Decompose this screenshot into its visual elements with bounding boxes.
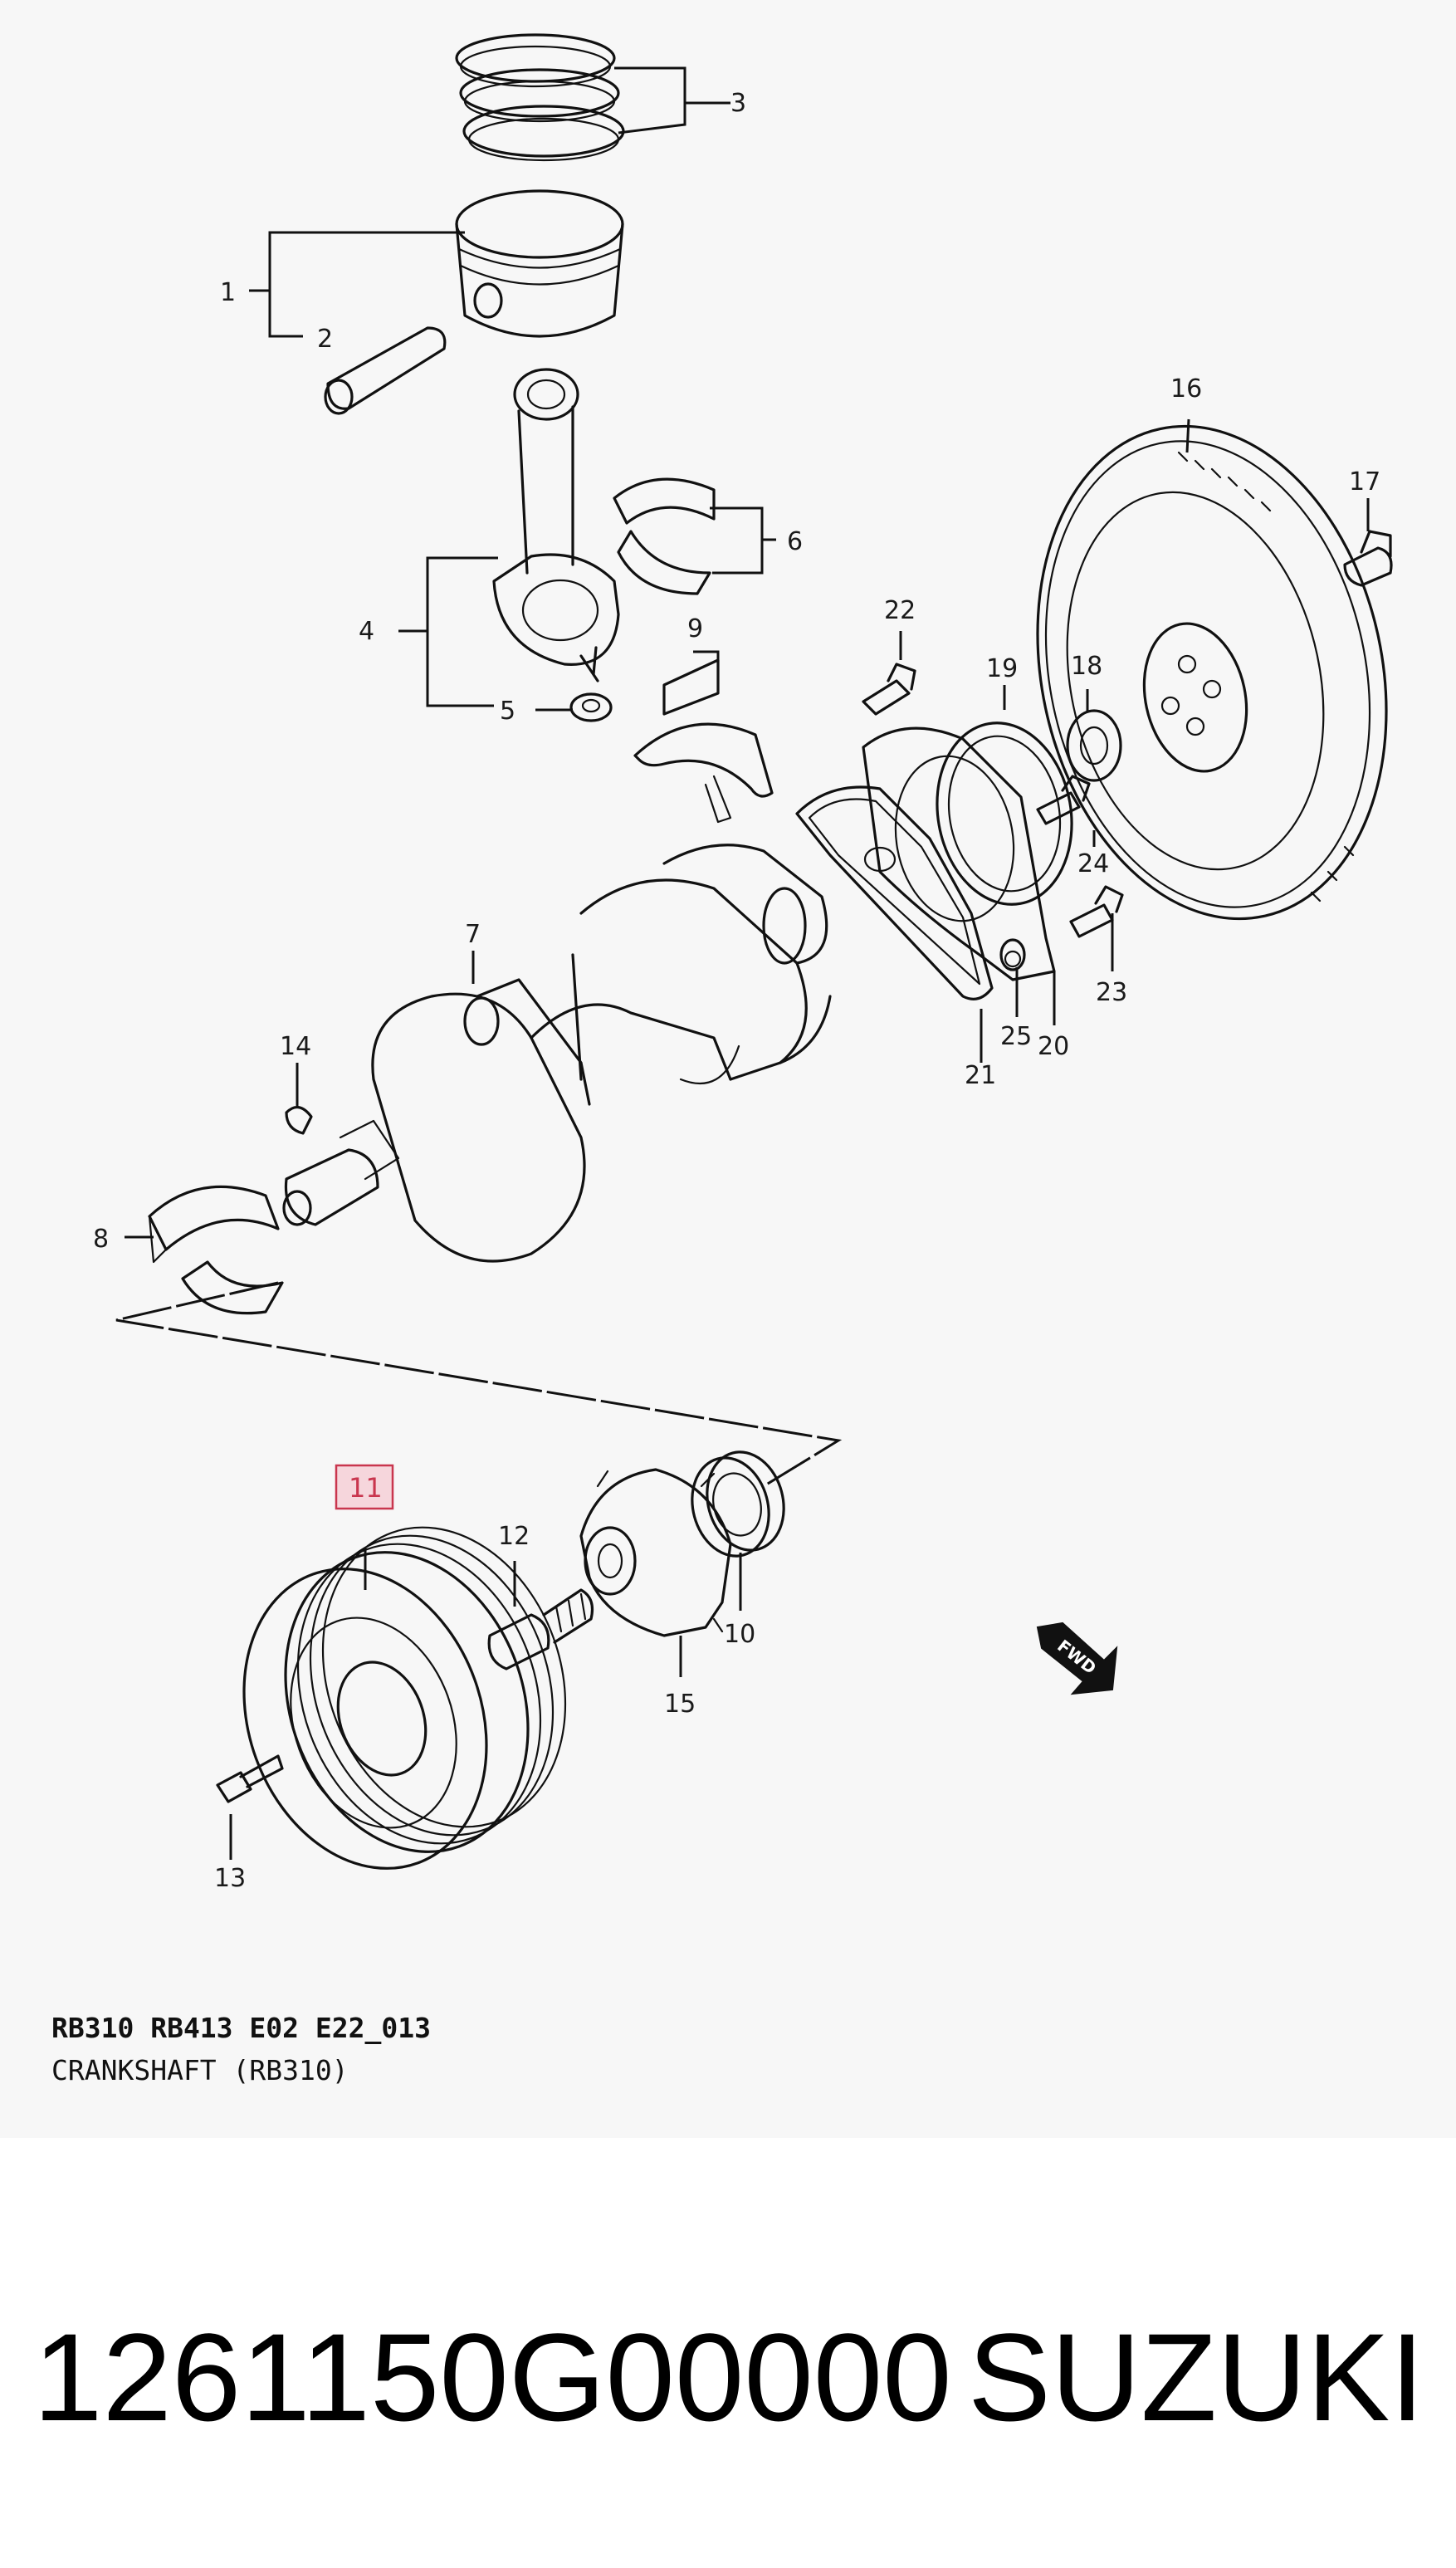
callout-7[interactable]: 7 (465, 920, 481, 949)
assembly-guide-line (115, 1281, 843, 1488)
piston-pin[interactable] (324, 326, 447, 415)
flywheel-bolt[interactable] (1343, 530, 1393, 587)
housing-bolt-22[interactable] (862, 663, 916, 716)
callout-1[interactable]: 1 (220, 278, 236, 307)
callout-11-highlight[interactable]: 11 (335, 1464, 394, 1510)
callout-9[interactable]: 9 (687, 614, 703, 643)
pulley-bolt[interactable] (487, 1588, 594, 1670)
callout-14[interactable]: 14 (280, 1032, 311, 1061)
callout-12[interactable]: 12 (498, 1522, 530, 1551)
part-footer: 1261150G00000 SUZUKI (0, 2306, 1456, 2473)
dowel-pin-25[interactable] (999, 938, 1026, 971)
callout-2[interactable]: 2 (317, 325, 333, 354)
brand-name: SUZUKI (967, 2307, 1424, 2447)
connecting-rod[interactable] (492, 368, 620, 682)
oil-seal-housing[interactable] (862, 726, 1056, 981)
main-bearings-lower[interactable] (148, 1185, 284, 1315)
callout-labels: 1 2 3 4 5 6 7 8 9 10 12 13 14 15 16 17 1… (93, 89, 1380, 1893)
piston[interactable] (455, 189, 624, 338)
leader-lines (125, 66, 1370, 1860)
callout-6[interactable]: 6 (787, 527, 803, 556)
callout-16[interactable]: 16 (1170, 374, 1202, 404)
callout-10[interactable]: 10 (724, 1620, 755, 1649)
callout-11[interactable]: 11 (349, 1472, 383, 1504)
callout-15[interactable]: 15 (664, 1690, 696, 1719)
callout-23[interactable]: 23 (1096, 978, 1127, 1007)
callout-13[interactable]: 13 (214, 1864, 246, 1893)
callout-21[interactable]: 21 (965, 1061, 996, 1090)
flywheel[interactable] (994, 394, 1430, 951)
callout-18[interactable]: 18 (1071, 652, 1102, 681)
callout-8[interactable]: 8 (93, 1225, 109, 1254)
callout-20[interactable]: 20 (1038, 1032, 1069, 1061)
callout-17[interactable]: 17 (1349, 467, 1380, 496)
exploded-parts-diagram: FWD 1 2 3 4 5 6 (93, 33, 1430, 1902)
callout-3[interactable]: 3 (730, 89, 746, 118)
fwd-arrow-icon: FWD (1036, 1622, 1118, 1695)
crankshaft-pulley[interactable] (203, 1493, 606, 1902)
part-number: 1261150G00000 (33, 2307, 952, 2447)
callout-24[interactable]: 24 (1077, 849, 1109, 878)
conrod-nut[interactable] (569, 692, 613, 722)
parts-diagram-panel: FWD 1 2 3 4 5 6 (51, 33, 1430, 2086)
conrod-bearings[interactable] (613, 477, 716, 595)
callout-22[interactable]: 22 (884, 596, 916, 625)
input-shaft-bearing[interactable] (1066, 709, 1122, 782)
front-oil-seal[interactable] (682, 1443, 794, 1564)
callout-4[interactable]: 4 (359, 617, 374, 646)
crankshaft[interactable] (282, 844, 832, 1263)
rear-oil-seal[interactable] (923, 712, 1086, 915)
main-bearings-upper[interactable] (633, 658, 774, 824)
callout-25[interactable]: 25 (1000, 1022, 1032, 1051)
housing-bolt-23[interactable] (1069, 885, 1124, 938)
diagram-code: RB310 RB413 E02 E22_013 (51, 2012, 431, 2044)
pulley-small-bolt[interactable] (216, 1754, 284, 1803)
housing-bolt-24[interactable] (1036, 775, 1091, 825)
diagram-title: CRANKSHAFT (RB310) (51, 2054, 349, 2086)
piston-rings[interactable] (455, 33, 625, 162)
callout-5[interactable]: 5 (500, 697, 515, 726)
woodruff-key[interactable] (285, 1106, 313, 1135)
callout-19[interactable]: 19 (986, 654, 1018, 683)
housing-gasket[interactable] (795, 785, 994, 1000)
